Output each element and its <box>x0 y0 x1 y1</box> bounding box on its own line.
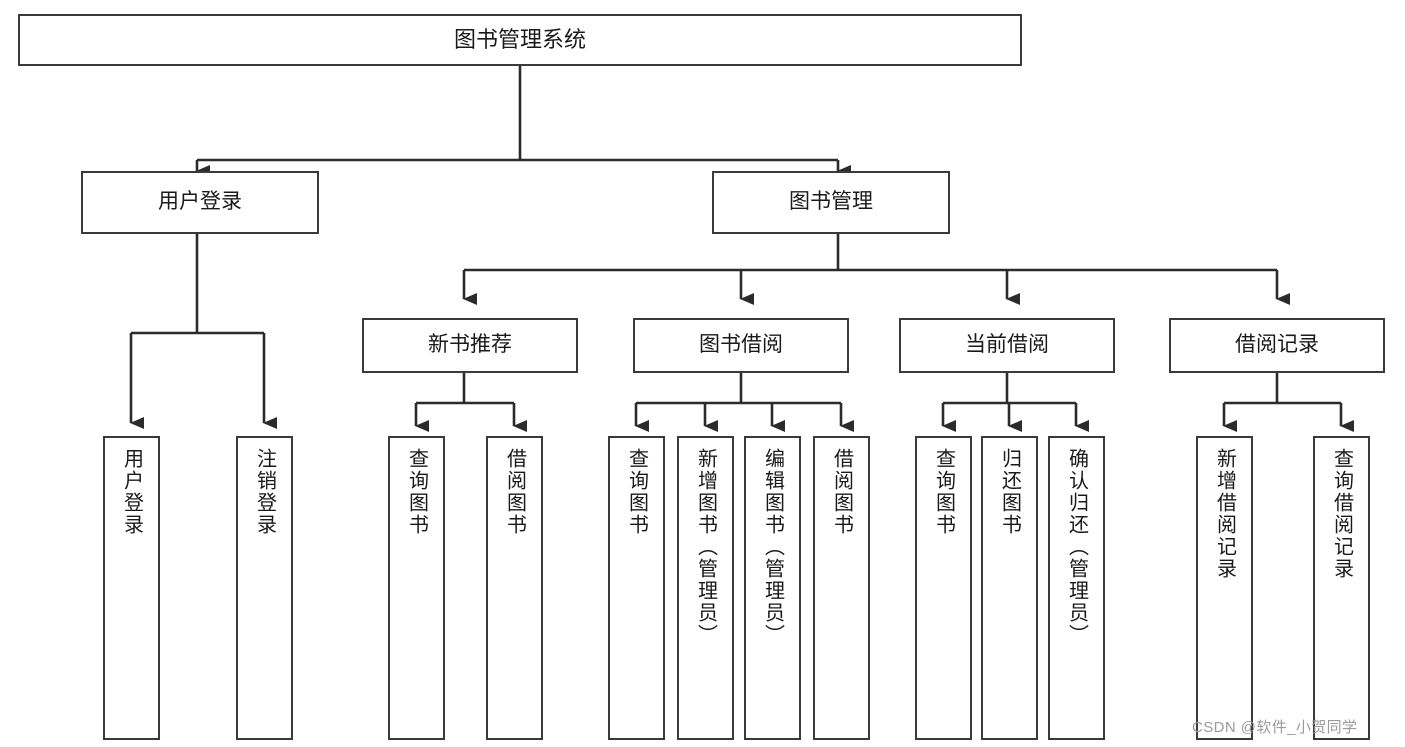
node-borrow-record-label: 借阅记录 <box>1235 333 1319 357</box>
leaf-user-login-logout[interactable]: 注销登录 <box>236 436 293 740</box>
leaf-label: 新增图书（管理员） <box>694 448 717 646</box>
leaf-current-return-book[interactable]: 归还图书 <box>981 436 1038 740</box>
leaf-record-query-record[interactable]: 查询借阅记录 <box>1313 436 1370 740</box>
leaf-label: 查询图书 <box>932 448 955 536</box>
leaf-current-query-book[interactable]: 查询图书 <box>915 436 972 740</box>
leaf-recommend-borrow-book[interactable]: 借阅图书 <box>486 436 543 740</box>
leaf-borrow-borrow-book[interactable]: 借阅图书 <box>813 436 870 740</box>
leaf-borrow-edit-book[interactable]: 编辑图书（管理员） <box>744 436 801 740</box>
leaf-user-login-login[interactable]: 用户登录 <box>103 436 160 740</box>
node-current-borrow[interactable]: 当前借阅 <box>899 318 1115 373</box>
leaf-current-confirm-return[interactable]: 确认归还（管理员） <box>1048 436 1105 740</box>
leaf-recommend-query-book[interactable]: 查询图书 <box>388 436 445 740</box>
node-user-login[interactable]: 用户登录 <box>81 171 319 234</box>
node-new-book-recommend-label: 新书推荐 <box>428 333 512 357</box>
node-root[interactable]: 图书管理系统 <box>18 14 1022 66</box>
leaf-label: 用户登录 <box>120 448 143 536</box>
node-book-management[interactable]: 图书管理 <box>712 171 950 234</box>
node-current-borrow-label: 当前借阅 <box>965 333 1049 357</box>
leaf-label: 借阅图书 <box>503 448 526 536</box>
node-user-login-label: 用户登录 <box>158 190 242 214</box>
leaf-record-add-record[interactable]: 新增借阅记录 <box>1196 436 1253 740</box>
node-book-borrow[interactable]: 图书借阅 <box>633 318 849 373</box>
leaf-borrow-add-book[interactable]: 新增图书（管理员） <box>677 436 734 740</box>
node-root-label: 图书管理系统 <box>453 27 586 53</box>
leaf-label: 查询借阅记录 <box>1330 448 1353 580</box>
leaf-borrow-query-book[interactable]: 查询图书 <box>608 436 665 740</box>
leaf-label: 借阅图书 <box>830 448 853 536</box>
node-book-management-label: 图书管理 <box>789 190 873 214</box>
leaf-label: 编辑图书（管理员） <box>761 448 784 646</box>
leaf-label: 查询图书 <box>405 448 428 536</box>
leaf-label: 新增借阅记录 <box>1213 448 1236 580</box>
leaf-label: 归还图书 <box>998 448 1021 536</box>
node-borrow-record[interactable]: 借阅记录 <box>1169 318 1385 373</box>
node-new-book-recommend[interactable]: 新书推荐 <box>362 318 578 373</box>
leaf-label: 查询图书 <box>625 448 648 536</box>
node-book-borrow-label: 图书借阅 <box>699 333 783 357</box>
leaf-label: 注销登录 <box>253 448 276 536</box>
leaf-label: 确认归还（管理员） <box>1065 448 1088 646</box>
